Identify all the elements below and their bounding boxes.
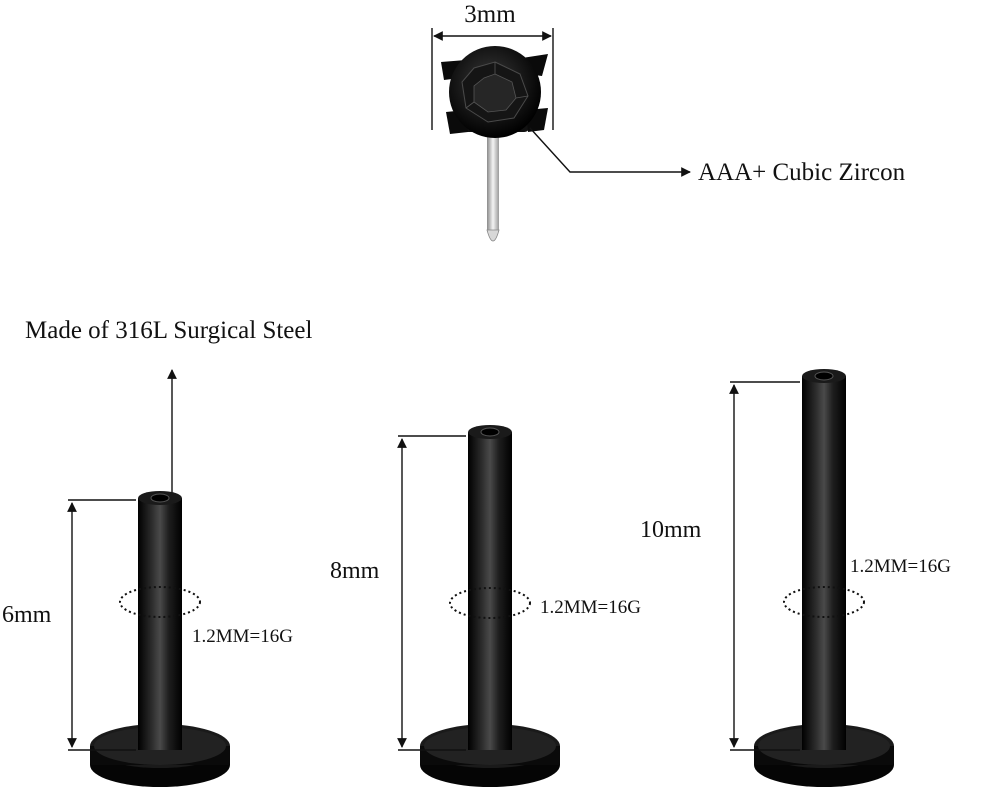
post-6mm-gauge-ring [119,586,201,618]
cubic-zircon-gem [449,46,541,138]
post-8mm-length-label: 8mm [330,558,380,584]
post-10mm-gauge-ring [783,586,865,618]
post-8mm-hole [480,427,500,437]
post-6mm-shaft [138,498,182,750]
post-8mm: 8mm 1.2MM=16G [330,425,641,787]
post-10mm: 10mm 1.2MM=16G [640,369,951,787]
top-stud: 3mm AAA+ Cubic Zircon [431,1,906,242]
stud-width-label: 3mm [464,1,516,28]
post-8mm-shaft [468,432,512,750]
post-6mm-hole [150,493,170,503]
post-8mm-gauge-ring [449,587,531,619]
material-label: Made of 316L Surgical Steel [25,317,312,344]
post-10mm-gauge-label: 1.2MM=16G [850,556,951,577]
post-8mm-gauge-label: 1.2MM=16G [540,597,641,618]
post-10mm-length-label: 10mm [640,517,702,543]
post-6mm-gauge-label: 1.2MM=16G [192,626,293,647]
post-10mm-shaft [802,376,846,750]
post-10mm-hole [814,371,834,381]
post-6mm-length-label: 6mm [2,602,52,628]
post-8mm-disc [420,724,560,787]
stud-pin [486,132,500,242]
post-6mm: 6mm 1.2MM=16G [2,491,293,787]
stone-leader-arrow [529,127,691,177]
post-6mm-disc [90,724,230,787]
stone-label: AAA+ Cubic Zircon [698,159,906,186]
